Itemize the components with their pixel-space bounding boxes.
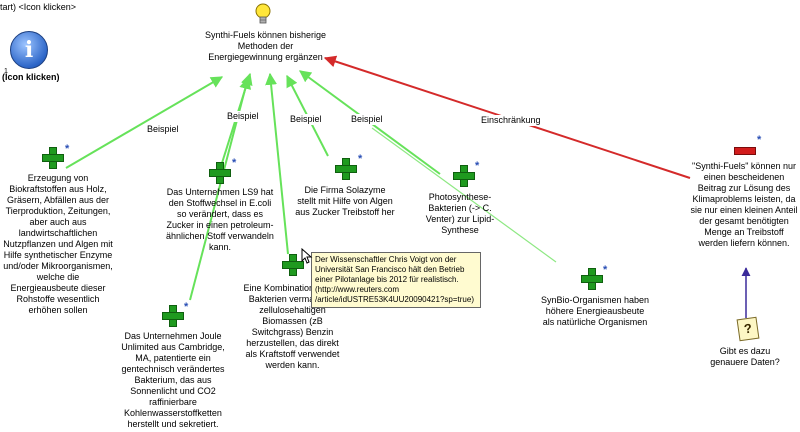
star-icon: * [184, 301, 189, 313]
question-icon: ? [736, 316, 760, 342]
plus-icon [581, 268, 603, 290]
lightbulb-icon [255, 3, 271, 24]
node-photosynthese[interactable]: Photosynthese-Bakterien (-> C. Venter) z… [425, 192, 495, 235]
star-icon: * [358, 153, 363, 165]
node-ls9[interactable]: Das Unternehmen LS9 hat den Stoffwechsel… [166, 187, 274, 252]
plus-icon [282, 254, 304, 276]
plus-icon [335, 158, 357, 180]
info-number: 1 [4, 68, 8, 75]
cursor-icon [301, 248, 313, 264]
edge-label-einschraenkung: Einschränkung [480, 115, 542, 126]
node-solazyme[interactable]: Die Firma Solazyme stellt mit Hilfe von … [295, 185, 395, 217]
star-icon: * [757, 134, 762, 146]
plus-icon [209, 162, 231, 184]
star-icon: * [475, 160, 480, 172]
edge-synbio [371, 127, 557, 263]
tooltip: Der Wissenschaftler Chris Voigt von der … [311, 252, 481, 308]
info-caption: (Icon klicken) [2, 72, 60, 82]
central-node[interactable]: Synthi-Fuels können bisherige Methoden d… [204, 30, 327, 62]
star-icon: * [65, 143, 70, 155]
node-joule[interactable]: Das Unternehmen Joule Unlimited aus Camb… [121, 331, 225, 429]
info-icon[interactable]: i [10, 31, 48, 69]
node-frage[interactable]: Gibt es dazu genauere Daten? [710, 346, 780, 367]
plus-icon [42, 147, 64, 169]
edge-kombination [265, 72, 289, 255]
node-kombination[interactable]: Eine Kombination ... und Bakterien verma… [243, 283, 342, 370]
edge-biokraftstoffe [65, 76, 224, 169]
edge-label-beispiel-1: Beispiel [146, 124, 180, 135]
top-cut-text: tart) <Icon klicken> [0, 2, 77, 12]
node-einschraenkung[interactable]: "Synthi-Fuels" können nur einen bescheid… [690, 161, 798, 248]
star-icon: * [232, 157, 237, 169]
edge-label-beispiel-3: Beispiel [289, 114, 323, 125]
minus-icon [734, 147, 756, 155]
star-icon: * [603, 264, 608, 276]
node-biokraftstoffe[interactable]: Erzeugung von Biokraftstoffen aus Holz, … [3, 173, 113, 315]
edge-label-beispiel-4: Beispiel [350, 114, 384, 125]
plus-icon [453, 165, 475, 187]
plus-icon [162, 305, 184, 327]
edge-label-beispiel-2: Beispiel [226, 111, 260, 122]
node-synbio[interactable]: SynBio-Organismen haben höhere Energieau… [540, 295, 650, 327]
